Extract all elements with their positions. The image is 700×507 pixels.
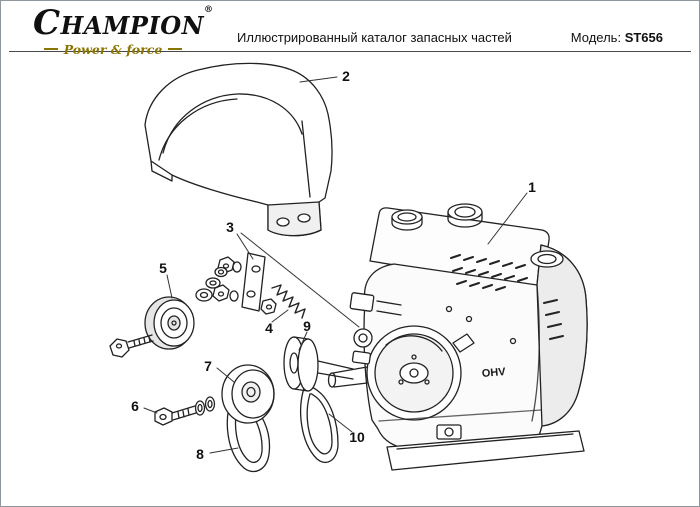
belt-part-10 <box>300 385 339 463</box>
brand-tagline: Power & force <box>33 42 193 57</box>
pulley-part-5 <box>109 266 228 358</box>
belt-cover-part-2 <box>144 62 333 237</box>
spring-part-4 <box>271 284 306 319</box>
bracket-part-3 <box>212 252 277 315</box>
callout-part-2: 2 <box>342 68 350 84</box>
header-divider <box>9 51 691 52</box>
page-title: Иллюстрированный каталог запасных частей <box>236 30 512 45</box>
model-caption: Модель: <box>570 30 622 45</box>
callout-part-10: 10 <box>349 429 365 445</box>
pulley-part-7 <box>221 364 275 424</box>
callout-part-3: 3 <box>226 219 234 235</box>
brand-name: Champion <box>33 3 205 43</box>
engine-ohv-label: OHV <box>481 366 506 380</box>
brand-wordmark: Champion® <box>33 5 213 42</box>
model-label: Модель: ST656 <box>571 30 663 45</box>
leader-lines <box>143 76 528 454</box>
callout-part-9: 9 <box>303 318 311 334</box>
champion-logo: Champion® Power & force <box>33 5 213 57</box>
callout-part-1: 1 <box>528 179 536 195</box>
callout-part-4: 4 <box>265 320 273 336</box>
header: Champion® Power & force Иллюстрированный… <box>1 1 699 56</box>
model-value: ST656 <box>624 30 663 45</box>
registered-mark: ® <box>204 5 214 15</box>
bolt-part-6 <box>154 396 216 426</box>
callout-part-6: 6 <box>131 398 139 414</box>
callout-part-5: 5 <box>159 260 167 276</box>
engine-part-1: OHV <box>327 203 588 471</box>
callout-part-7: 7 <box>204 358 212 374</box>
pulley-part-9 <box>283 336 354 392</box>
callout-part-8: 8 <box>196 446 204 462</box>
